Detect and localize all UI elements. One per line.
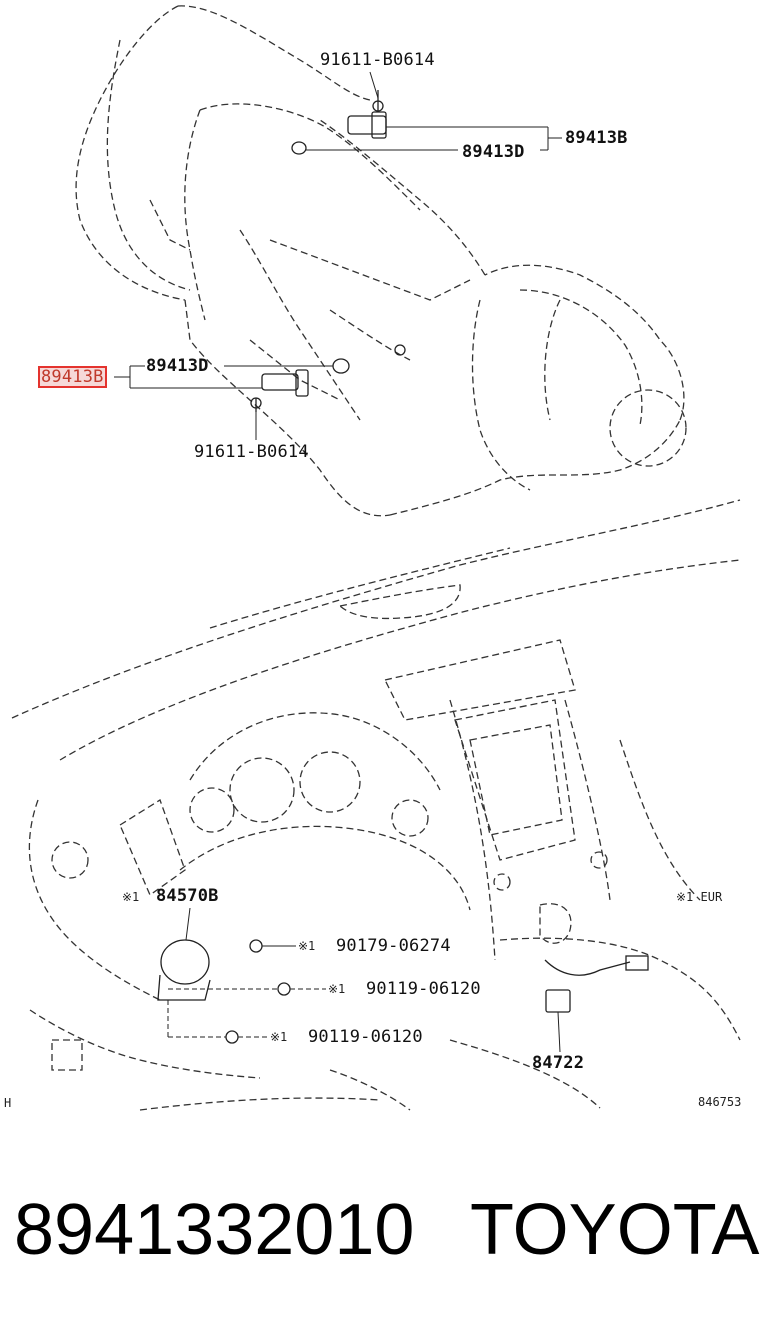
switch-leaders: [167, 907, 561, 1053]
callout-mid-gasket: 89413D: [146, 356, 209, 376]
mark-screw-1: ※1: [298, 939, 316, 953]
mark-switch: ※1: [122, 890, 140, 904]
diagram-drawing: [11, 5, 741, 1111]
mark-screw-2: ※1: [328, 982, 346, 996]
dashboard-outline: [11, 499, 741, 1111]
callout-screw-3: 90119-06120: [308, 1027, 423, 1047]
callout-top-gasket: 89413D: [462, 142, 525, 162]
callout-switch: 84570B: [156, 886, 219, 906]
switch-assembly: [157, 939, 649, 1044]
region-note: ※1 EUR: [676, 890, 723, 904]
left-mark: H: [4, 1096, 12, 1110]
callout-screw-2: 90119-06120: [366, 979, 481, 999]
parts-diagram: 91611-B0614 89413B 89413D 89413D 89413B …: [4, 5, 742, 1111]
figure-id: 846753: [698, 1095, 742, 1109]
mark-screw-3: ※1: [270, 1030, 288, 1044]
callout-mid-bolt: 91611-B0614: [194, 442, 309, 462]
part-number: 8941332010: [14, 1190, 415, 1270]
callout-shift-part: 84722: [532, 1053, 585, 1073]
brand-name: TOYOTA: [470, 1190, 760, 1270]
callout-top-sensor: 89413B: [565, 128, 628, 148]
footer: 8941332010 TOYOTA: [0, 1180, 760, 1290]
leader-lines: [114, 71, 562, 440]
sensor-parts: [250, 90, 406, 412]
callout-mid-sensor-highlighted[interactable]: 89413B: [38, 366, 107, 388]
transmission-outline: [75, 5, 687, 517]
callout-top-bolt: 91611-B0614: [320, 50, 435, 70]
callout-screw-1: 90179-06274: [336, 936, 451, 956]
